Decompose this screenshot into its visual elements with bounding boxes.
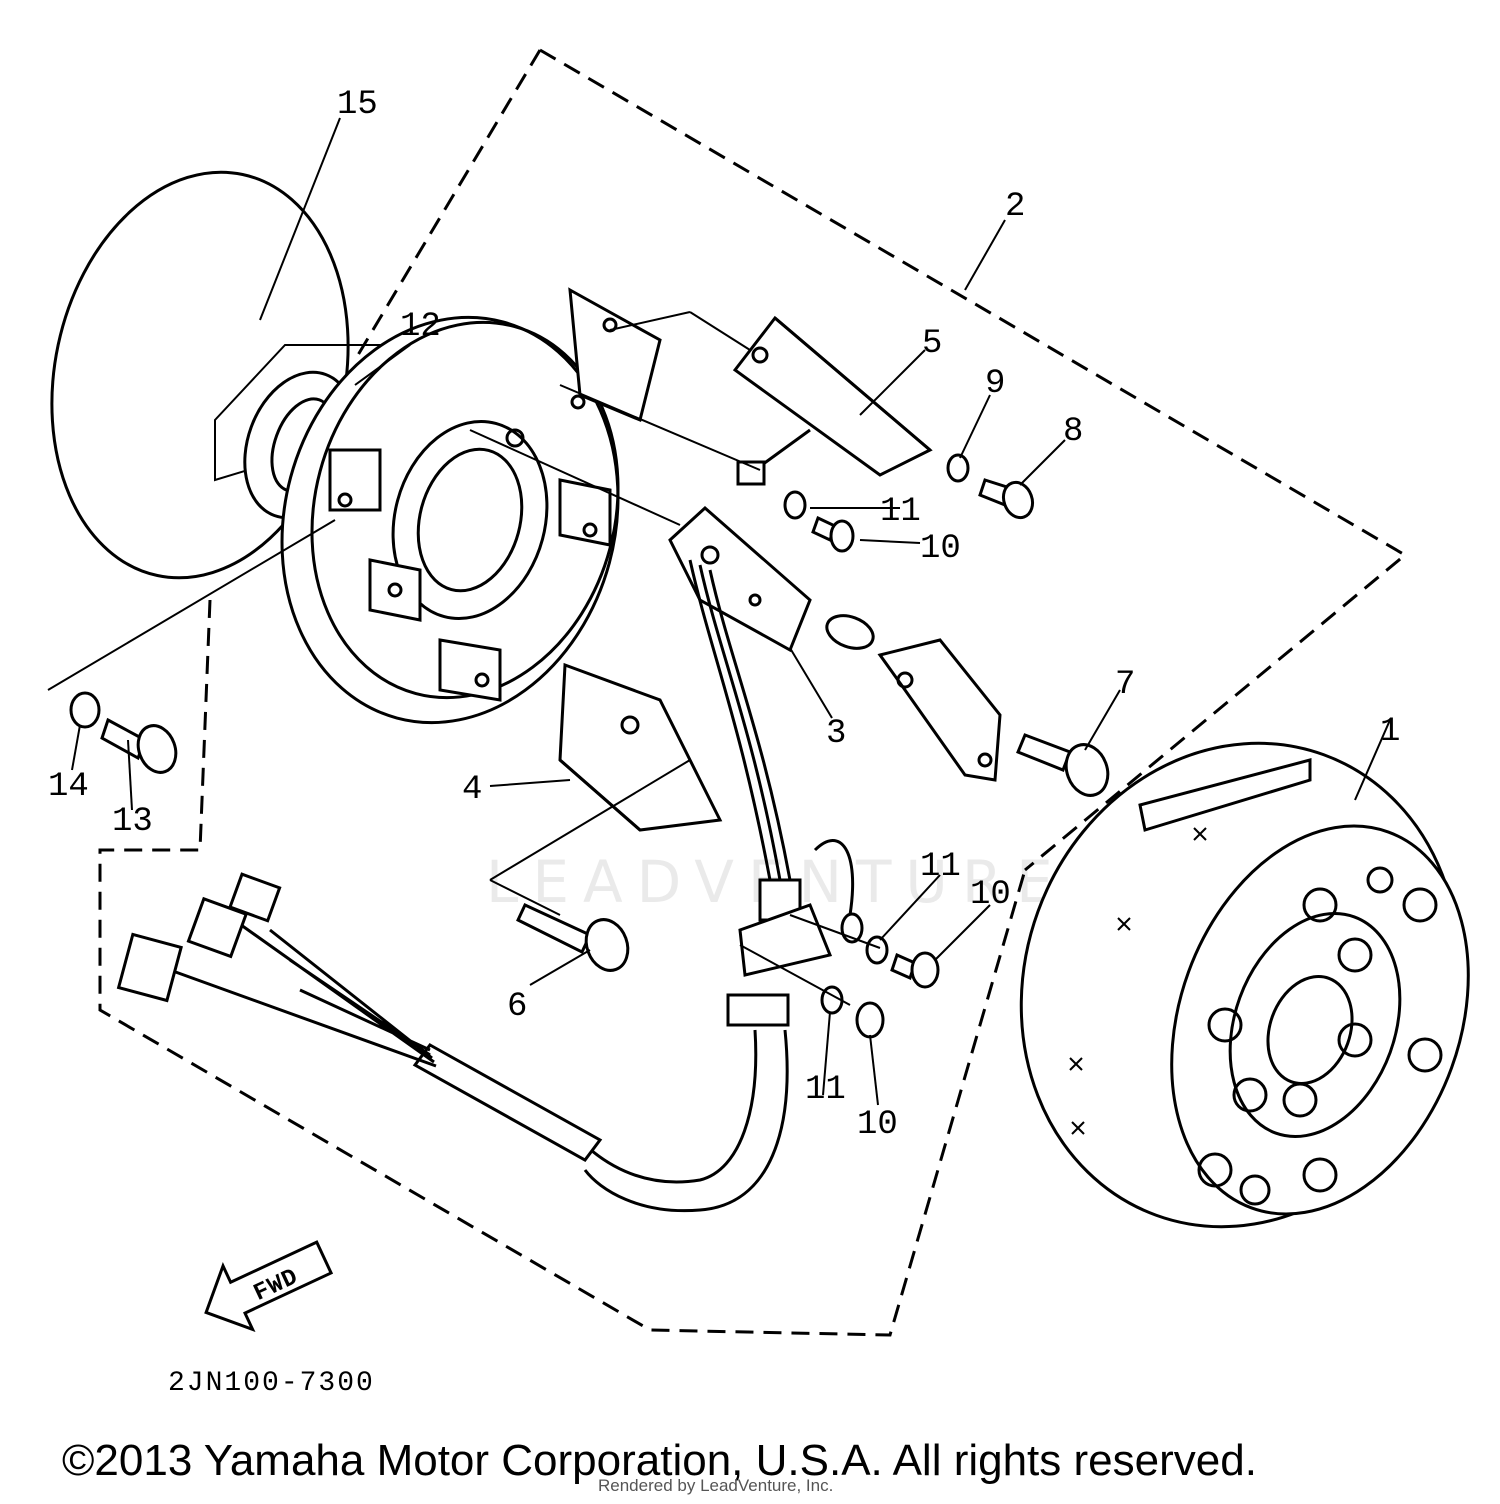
part-1-rotor (1019, 741, 1470, 1229)
callout-11-a: 11 (880, 493, 921, 531)
part-3-charge-coil (668, 505, 875, 653)
callout-13: 13 (112, 803, 153, 841)
callout-11-b: 11 (920, 848, 961, 886)
callout-1: 1 (1380, 713, 1400, 751)
diagram-ref-code: 2JN100-7300 (168, 1368, 375, 1399)
callout-4: 4 (462, 771, 482, 809)
part-5-pickup-coil (732, 315, 933, 486)
callout-10-b: 10 (970, 876, 1011, 914)
callout-6: 6 (507, 988, 527, 1026)
callout-2: 2 (1005, 188, 1025, 226)
fasteners (69, 453, 1110, 1039)
bracket (877, 638, 1002, 782)
callout-10-a: 10 (920, 530, 961, 568)
callout-8: 8 (1063, 413, 1083, 451)
callout-3: 3 (826, 715, 846, 753)
callout-10-c: 10 (857, 1106, 898, 1144)
wire-harness (116, 559, 855, 1213)
part-2-stator-plate (280, 287, 662, 725)
assembly-outline (98, 48, 1408, 1337)
callout-12: 12 (400, 308, 441, 346)
callout-9: 9 (985, 365, 1005, 403)
copyright-notice: ©2013 Yamaha Motor Corporation, U.S.A. A… (62, 1436, 1257, 1485)
callout-15: 15 (337, 86, 378, 124)
part-4-coil (558, 662, 723, 832)
leader-lines (47, 117, 1391, 1106)
callouts: 1 2 3 4 5 6 7 8 9 10 10 10 11 11 11 12 1… (48, 86, 1400, 1144)
callout-11-c: 11 (805, 1071, 846, 1109)
fwd-arrow: FWD (204, 1240, 334, 1333)
rendered-by-note: Rendered by LeadVenture, Inc. (598, 1476, 834, 1495)
callout-5: 5 (922, 325, 942, 363)
callout-7: 7 (1115, 666, 1135, 704)
callout-14: 14 (48, 768, 89, 806)
